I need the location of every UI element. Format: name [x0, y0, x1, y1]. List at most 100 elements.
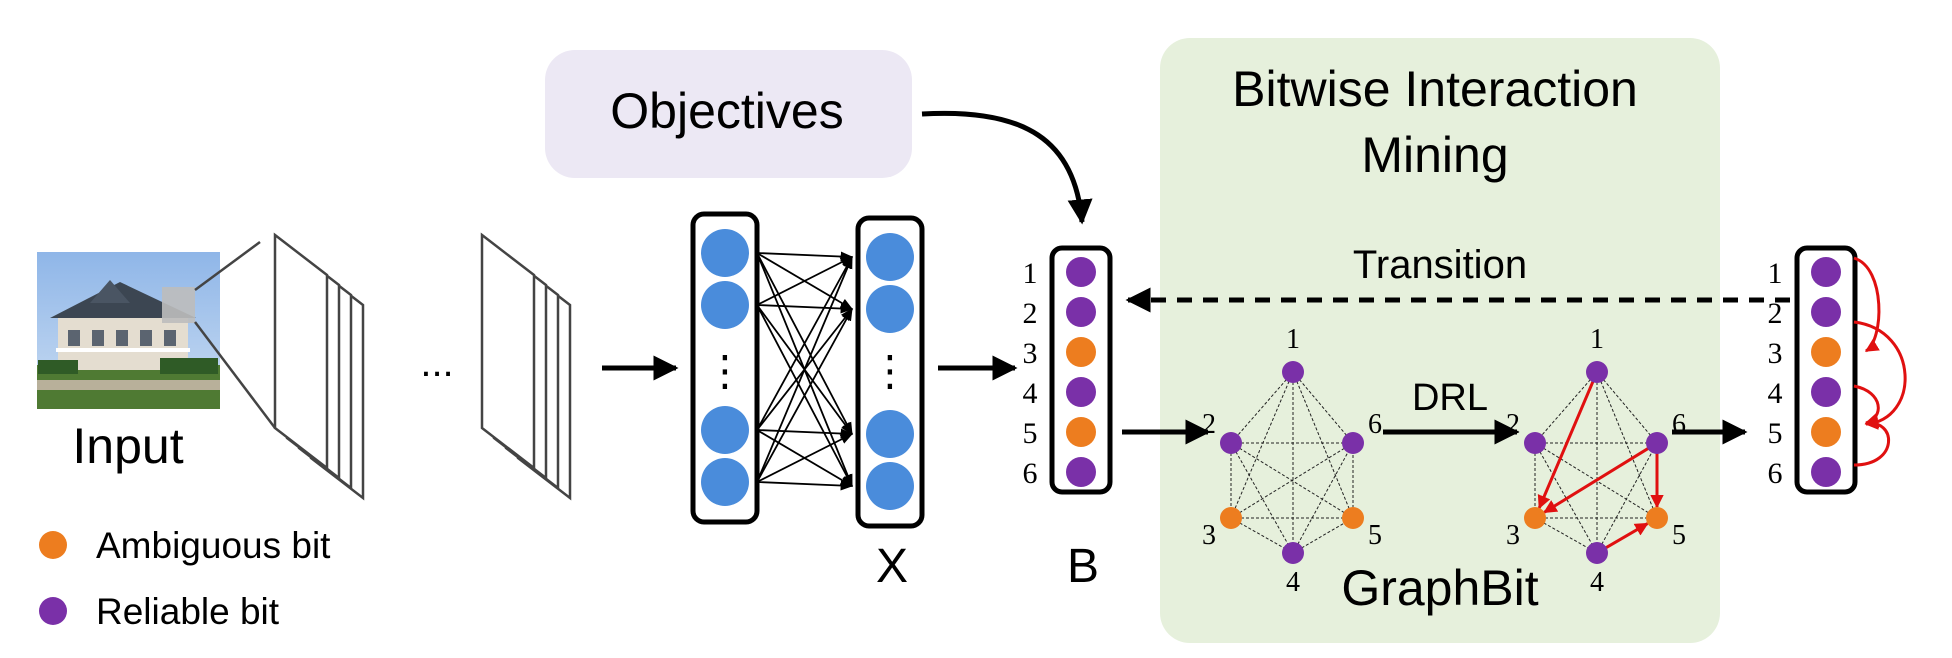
bit-graph-before: 1 2 3 4 5 6 — [1202, 324, 1382, 598]
neuron — [866, 462, 914, 510]
ambiguous-bit — [1066, 417, 1096, 447]
fc-edge — [756, 480, 854, 491]
graph-node — [1586, 361, 1608, 383]
neuron — [866, 285, 914, 333]
graph-node-label: 5 — [1368, 520, 1382, 551]
bit-index: 4 — [1768, 377, 1783, 410]
fc-edge — [756, 255, 853, 483]
graph-node — [1282, 361, 1304, 383]
graph-node-label: 1 — [1590, 324, 1604, 355]
input-image — [37, 252, 220, 409]
graph-node-label: 6 — [1368, 409, 1382, 440]
ambiguous-bit — [1066, 337, 1096, 367]
graph-edge — [1534, 442, 1598, 554]
graph-node-label: 6 — [1672, 409, 1686, 440]
reliable-bit — [1811, 457, 1841, 487]
graphbit-label: GraphBit — [1341, 560, 1538, 616]
graph-node-label: 2 — [1506, 409, 1520, 440]
bit-index: 5 — [1023, 417, 1038, 450]
reliable-bit — [1811, 297, 1841, 327]
reliable-bit — [1811, 377, 1841, 407]
graph-edge — [1230, 442, 1354, 519]
graph-node-label: 3 — [1202, 520, 1216, 551]
fc-left-vertical-dots: ⋮ — [704, 347, 746, 394]
bit-index: 1 — [1768, 257, 1783, 290]
neuron — [701, 458, 749, 506]
neuron — [866, 410, 914, 458]
drl-label: DRL — [1412, 377, 1488, 419]
graph-node — [1524, 432, 1546, 454]
graph-node — [1282, 542, 1304, 564]
mining-title-line1: Bitwise Interaction — [1232, 61, 1638, 117]
objectives-box — [545, 50, 912, 178]
fc-edge — [756, 256, 854, 306]
legend-label: Reliable bit — [96, 591, 280, 632]
neuron — [866, 233, 914, 281]
fc-edge — [756, 433, 854, 483]
graph-edge — [1596, 442, 1658, 554]
neuron — [701, 406, 749, 454]
arrow-objectives-to-b — [921, 110, 1093, 225]
neuron — [701, 229, 749, 277]
graph-edge — [1292, 442, 1354, 554]
ellipsis: ... — [420, 341, 453, 385]
graph-edge — [1230, 371, 1294, 444]
graph-node — [1220, 432, 1242, 454]
feature-map-slice — [273, 232, 329, 471]
bit-index: 3 — [1768, 337, 1783, 370]
graph-edge — [1292, 371, 1354, 444]
interaction-edge — [1543, 445, 1651, 514]
reliable-bit — [1066, 297, 1096, 327]
reliable-bit — [1811, 257, 1841, 287]
fc-edge — [756, 303, 854, 314]
graph-edge — [1230, 371, 1294, 519]
graph-edge — [1230, 442, 1294, 554]
ambiguous-legend-dot — [39, 531, 67, 559]
graph-node-label: 1 — [1286, 324, 1300, 355]
fc-right-vertical-dots: ⋮ — [869, 347, 911, 394]
bit-index: 2 — [1768, 297, 1783, 330]
interaction-edge — [1537, 378, 1596, 510]
graph-edge — [1292, 517, 1354, 554]
graph-node-label: 5 — [1672, 520, 1686, 551]
fc-connections — [756, 251, 854, 491]
graph-node — [1524, 507, 1546, 529]
output-interaction-arrows — [1853, 256, 1907, 467]
interaction-edge — [1603, 522, 1649, 551]
graph-edge — [1534, 371, 1598, 444]
reliable-legend-dot — [39, 597, 67, 625]
feature-map-stack-1 — [273, 232, 365, 501]
bit-index: 3 — [1023, 337, 1038, 370]
fc-edge — [756, 307, 853, 483]
reliable-bit — [1066, 257, 1096, 287]
objectives-label: Objectives — [610, 83, 843, 139]
graph-node-label: 4 — [1286, 567, 1300, 598]
graph-edge — [1534, 517, 1598, 554]
graph-node — [1220, 507, 1242, 529]
graph-node-label: 2 — [1202, 409, 1216, 440]
graph-node-label: 3 — [1506, 520, 1520, 551]
fc-edge — [756, 251, 854, 262]
graph-node — [1586, 542, 1608, 564]
graph-edge — [1596, 371, 1658, 519]
graph-node — [1646, 507, 1668, 529]
graph-edge — [1230, 517, 1294, 554]
mining-title-line2: Mining — [1361, 127, 1508, 183]
graph-node — [1342, 432, 1364, 454]
fc-edge — [756, 428, 854, 439]
transition-label: Transition — [1353, 243, 1527, 287]
fc-edge — [756, 255, 853, 431]
bit-index: 6 — [1023, 457, 1038, 490]
legend-label: Ambiguous bit — [96, 525, 331, 566]
bit-index: 6 — [1768, 457, 1783, 490]
feature-map-stack-2 — [480, 232, 572, 501]
reliable-bit — [1066, 457, 1096, 487]
graph-node — [1342, 507, 1364, 529]
input-label: Input — [72, 418, 183, 474]
